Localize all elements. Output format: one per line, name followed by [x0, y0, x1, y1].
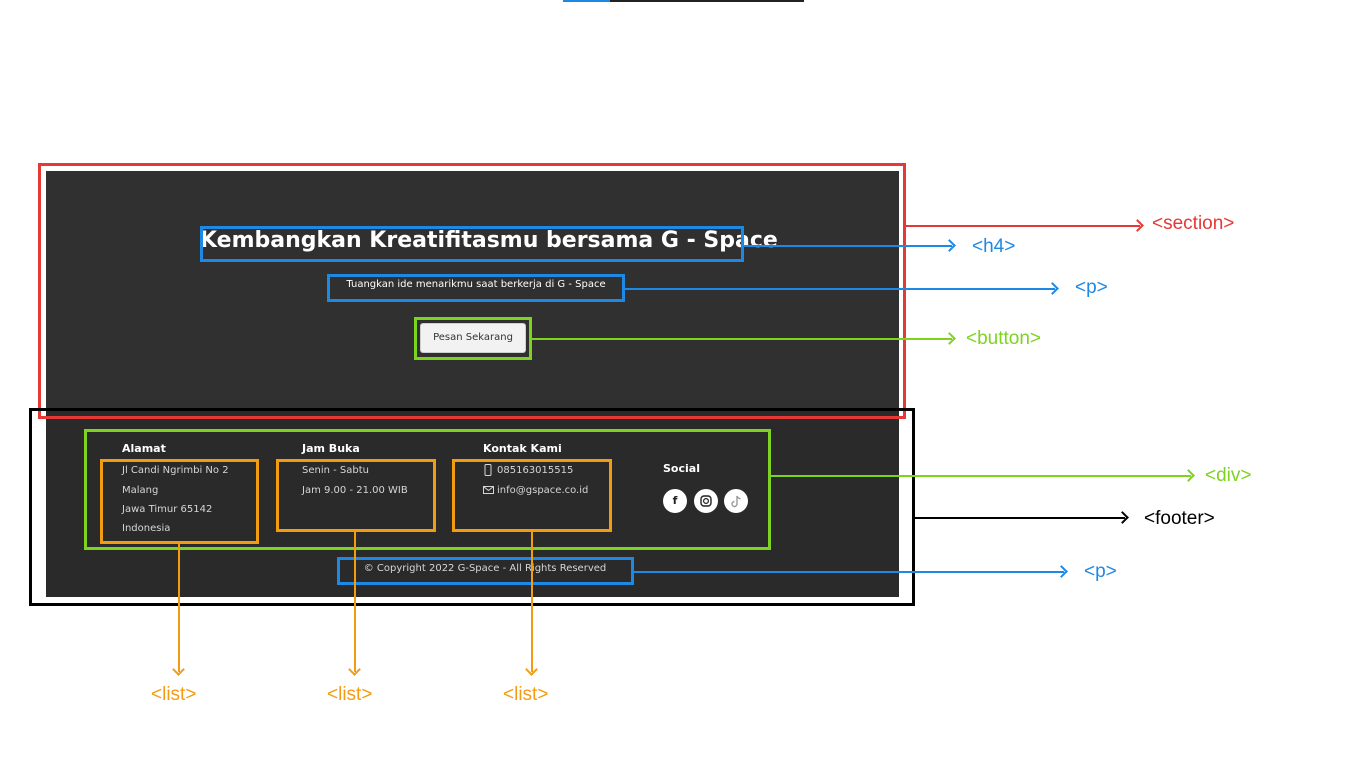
hero-section-background [46, 171, 899, 411]
p-top-tag-label: <p> [1075, 277, 1108, 298]
div-arrow-head [1182, 469, 1195, 482]
list-3-arrow-head [525, 663, 538, 676]
hero-subtitle: Tuangkan ide menarikmu saat berkerja di … [346, 279, 606, 290]
contact-phone[interactable]: 085163015515 [497, 465, 574, 476]
p-top-connector-line [625, 288, 1055, 290]
address-line: Jl Candi Ngrimbi No 2 [122, 465, 229, 476]
button-annotation-box [414, 317, 532, 360]
p-bottom-annotation-box [337, 557, 634, 585]
section-connector-line [906, 225, 1140, 227]
contact-email[interactable]: info@gspace.co.id [497, 485, 589, 496]
h4-connector-line [744, 245, 952, 247]
p-bottom-tag-label: <p> [1084, 561, 1117, 582]
div-tag-label: <div> [1205, 465, 1252, 486]
footer-annotation-box [29, 408, 915, 606]
list-1-tag-label: <list> [151, 684, 197, 705]
list-annotation-box-2 [276, 459, 436, 532]
section-annotation-box [38, 163, 906, 419]
instagram-icon[interactable] [694, 489, 718, 513]
section-tag-label: <section> [1152, 213, 1235, 234]
top-accent-line-black [610, 0, 804, 2]
tiktok-icon[interactable] [724, 489, 748, 513]
footer-tag-label: <footer> [1144, 508, 1215, 529]
list-annotation-box-1 [100, 459, 259, 544]
button-tag-label: <button> [966, 328, 1042, 349]
list-3-tag-label: <list> [503, 684, 549, 705]
h4-arrow-head [943, 239, 956, 252]
address-line: Malang [122, 485, 159, 496]
copyright-text: © Copyright 2022 G-Space - All Rights Re… [363, 563, 607, 574]
list-2-tag-label: <list> [327, 684, 373, 705]
section-arrow-head [1131, 219, 1144, 232]
address-line: Indonesia [122, 523, 171, 534]
p-bottom-connector-line [634, 571, 1064, 573]
address-line: Jawa Timur 65142 [122, 504, 213, 515]
p-top-annotation-box [327, 274, 625, 302]
footer-heading-kontak-kami: Kontak Kami [483, 442, 562, 455]
p-top-arrow-head [1046, 282, 1059, 295]
list-1-arrow-head [172, 663, 185, 676]
top-accent-line-blue [563, 0, 610, 2]
phone-icon [484, 464, 492, 476]
footer-connector-line [915, 517, 1125, 519]
list-2-arrow-head [348, 663, 361, 676]
facebook-icon[interactable]: f [663, 489, 687, 513]
footer-heading-alamat: Alamat [122, 442, 166, 455]
footer-background [46, 411, 899, 597]
pesan-sekarang-button[interactable]: Pesan Sekarang [420, 323, 526, 353]
button-arrow-head [943, 332, 956, 345]
list-2-connector-line [354, 532, 356, 672]
mail-icon [483, 486, 494, 494]
list-annotation-box-3 [452, 459, 612, 532]
hero-title: Kembangkan Kreatifitasmu bersama G - Spa… [200, 228, 778, 253]
footer-heading-jam-buka: Jam Buka [302, 442, 360, 455]
div-connector-line [771, 475, 1191, 477]
p-bottom-arrow-head [1055, 565, 1068, 578]
button-connector-line [532, 338, 952, 340]
h4-tag-label: <h4> [972, 236, 1016, 257]
list-3-connector-line [531, 532, 533, 672]
div-annotation-box [84, 429, 771, 550]
opening-hours-line: Jam 9.00 - 21.00 WIB [302, 485, 408, 496]
opening-hours-line: Senin - Sabtu [302, 465, 370, 476]
footer-arrow-head [1116, 511, 1129, 524]
h4-annotation-box [200, 226, 744, 262]
list-1-connector-line [178, 544, 180, 672]
footer-heading-social: Social [663, 462, 700, 475]
